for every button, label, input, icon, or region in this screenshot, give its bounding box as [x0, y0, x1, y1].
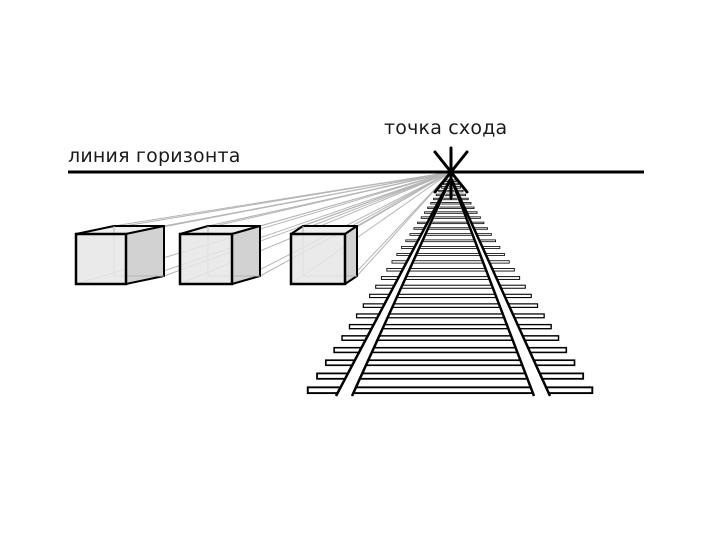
railway-tie	[424, 211, 478, 214]
railway-tie	[427, 206, 475, 209]
cube-row	[74, 225, 358, 286]
cube-side-face	[231, 225, 261, 285]
rail-edge	[449, 177, 536, 397]
perspective-guide-lines	[75, 171, 452, 285]
cube-side-face	[344, 225, 358, 285]
rail-edge	[334, 177, 453, 397]
cube-front-face	[74, 232, 128, 286]
railway-tie	[341, 335, 560, 341]
railway-tie	[386, 268, 515, 272]
railway-tie	[362, 303, 539, 308]
railway-tie	[369, 293, 532, 299]
railway-tie	[324, 359, 576, 367]
railway-tie	[375, 284, 526, 289]
guide-line	[163, 171, 452, 227]
guide-line	[344, 171, 452, 285]
railway-tie	[306, 386, 594, 395]
railway-tie	[401, 246, 501, 249]
horizon-line-label: линия горизонта	[68, 145, 241, 167]
cube	[178, 225, 261, 286]
guide-line	[125, 171, 452, 285]
guide-line	[207, 171, 452, 227]
cube-front-face	[289, 232, 347, 286]
railway-rail	[334, 177, 453, 397]
cube-side-face	[125, 225, 165, 285]
railway-tie	[380, 276, 521, 280]
railway-tie	[333, 346, 568, 354]
railway-tie	[405, 239, 496, 243]
cube-front-face	[178, 232, 234, 286]
rail-edge	[449, 177, 552, 397]
railway-tie	[420, 216, 481, 219]
cube	[289, 225, 358, 286]
guide-line	[356, 171, 452, 227]
railway-tie	[391, 260, 510, 264]
railway-tie	[413, 227, 488, 230]
guide-line	[113, 171, 452, 227]
railway-tie	[396, 253, 505, 257]
railway-tie	[409, 233, 492, 236]
railway-tie	[417, 221, 485, 225]
cube	[74, 225, 165, 286]
guide-line	[302, 171, 452, 227]
rail-edge	[350, 177, 453, 397]
guide-line	[290, 171, 452, 235]
guide-line	[259, 171, 452, 227]
railway-tie	[316, 372, 585, 380]
vanishing-point-label: точка схода	[384, 117, 508, 139]
railway-tie	[348, 323, 552, 330]
railway-tie	[355, 313, 545, 319]
vanishing-point-star-icon	[433, 146, 469, 200]
railway-tie	[430, 202, 472, 205]
railway-rail	[449, 177, 552, 397]
